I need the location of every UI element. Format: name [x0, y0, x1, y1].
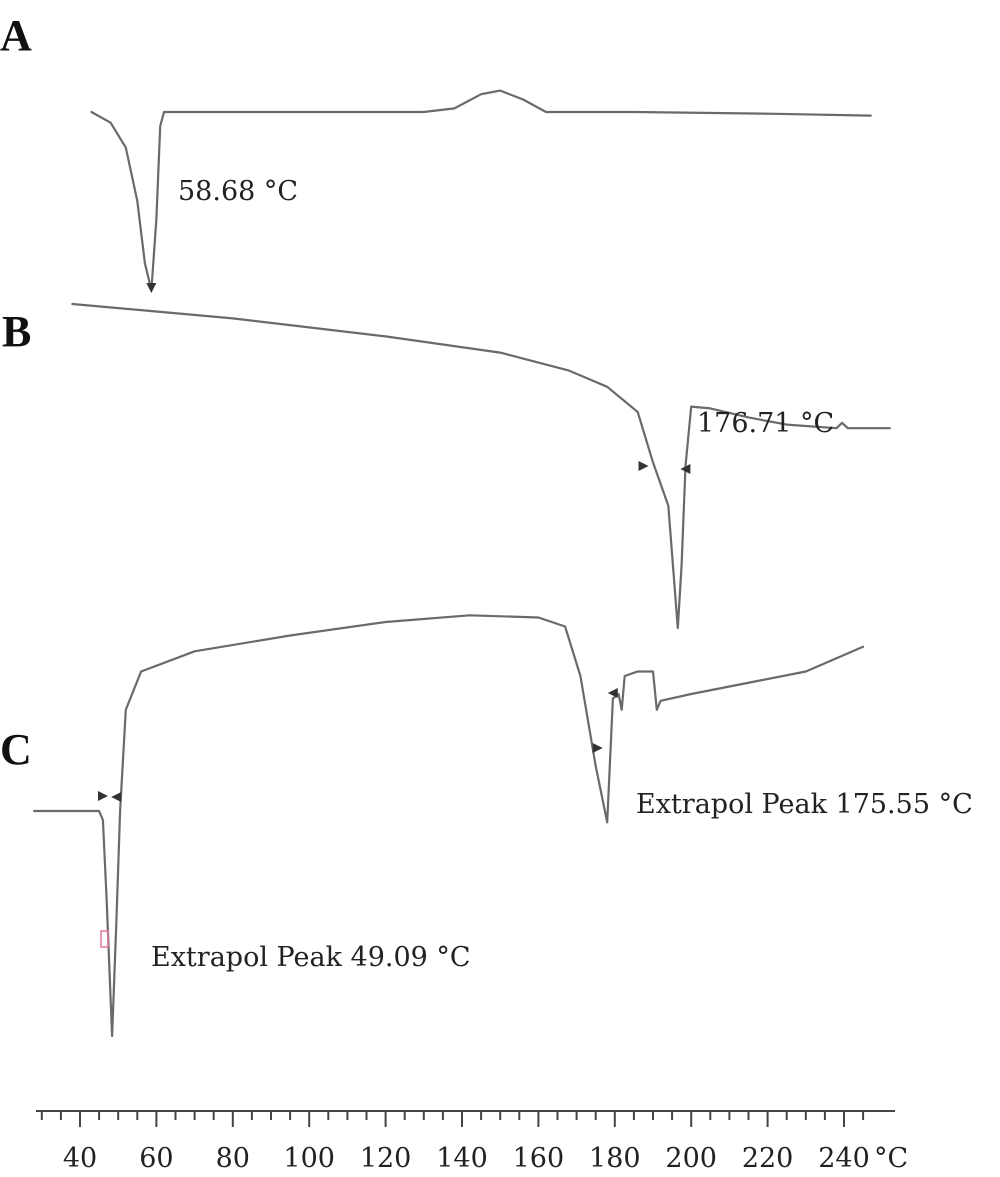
panel-b-endset-marker: [680, 464, 691, 474]
panel-a-letter: A: [0, 11, 32, 60]
panel-c: C Extrapol Peak 175.55 °C Extrapol Peak …: [0, 614, 973, 1038]
x-axis-tick-label: 80: [216, 1143, 250, 1174]
x-axis-tick-label: 220: [742, 1143, 794, 1174]
panel-b-trace: [71, 302, 891, 630]
panel-c-onset-marker-1: [98, 791, 109, 801]
panel-c-endset-marker-1: [111, 792, 122, 802]
panel-c-endset-marker-2: [607, 688, 618, 698]
panel-c-letter: C: [0, 725, 32, 774]
panel-c-onset-marker-2: [592, 743, 603, 753]
x-axis-unit-label: °C: [874, 1143, 908, 1174]
panel-b: B 176.71 °C: [2, 302, 891, 630]
panel-b-peak-label: 176.71 °C: [697, 408, 834, 439]
panel-a: A 58.68 °C: [0, 11, 872, 293]
panel-c-peak-label-low: Extrapol Peak 49.09 °C: [151, 942, 471, 973]
panel-b-letter: B: [2, 307, 31, 356]
panel-a-peak-marker: [146, 283, 157, 293]
x-axis-tick-label: 200: [665, 1143, 717, 1174]
panel-a-peak-label: 58.68 °C: [178, 176, 298, 207]
x-axis-tick-label: 100: [283, 1143, 335, 1174]
x-axis: 40 60 80 100 120 140 160 180 200 220 240 °C: [36, 1110, 908, 1174]
panel-c-cursor-box: [100, 930, 109, 948]
x-axis-tick-label: 60: [139, 1143, 173, 1174]
x-axis-tick-label: 120: [360, 1143, 412, 1174]
x-axis-tick-label: 140: [436, 1143, 488, 1174]
x-axis-ticks: [40, 1111, 865, 1127]
x-axis-tick-labels: 40 60 80 100 120 140 160 180 200 220 240: [63, 1143, 870, 1174]
x-axis-tick-label: 180: [589, 1143, 641, 1174]
x-axis-tick-label: 160: [513, 1143, 565, 1174]
x-axis-tick-label: 240: [818, 1143, 870, 1174]
x-axis-tick-label: 40: [63, 1143, 97, 1174]
panel-c-peak-label-high: Extrapol Peak 175.55 °C: [636, 789, 973, 820]
panel-b-onset-marker: [638, 461, 649, 471]
panel-c-trace: [33, 614, 865, 1038]
panel-a-trace: [90, 89, 872, 292]
